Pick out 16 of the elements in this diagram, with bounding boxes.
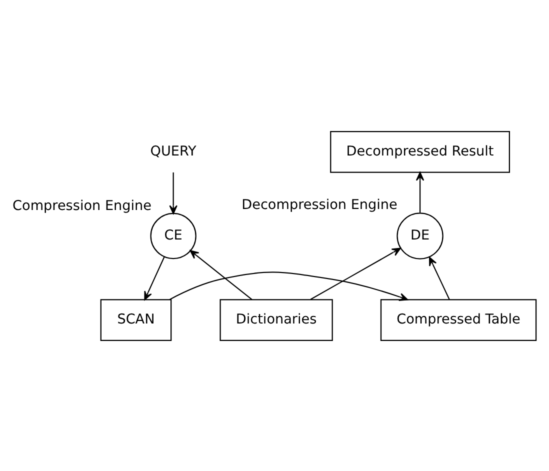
node-box: SCAN [100,298,172,341]
node-box: Compressed Table [380,298,537,341]
arrow [144,256,165,300]
arrow [169,172,178,214]
arrow [310,247,401,300]
node-text: QUERY [150,142,196,159]
node-box: Decompressed Result [330,130,510,172]
arrow [169,271,408,300]
arrow [416,171,424,212]
node-box: Dictionaries [220,298,333,341]
node-circle: CE [150,212,196,259]
arrow [428,256,450,300]
node-circle: DE [396,212,444,259]
node-label: Compression Engine [12,197,152,214]
arrow [190,250,252,300]
node-label: Decompression Engine [242,196,398,213]
